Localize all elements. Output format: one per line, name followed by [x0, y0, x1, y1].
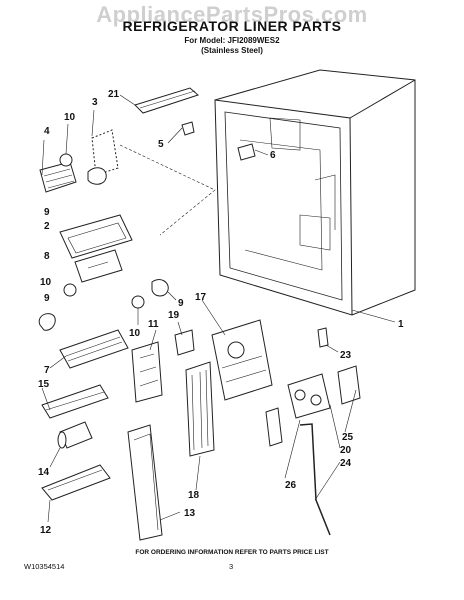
callout-7: 7 [44, 365, 50, 376]
part-3-lens [91, 129, 119, 176]
callout-13: 13 [184, 508, 196, 519]
part-10-socket-left [63, 283, 77, 297]
callout-9b: 9 [44, 293, 50, 304]
part-4-cover [39, 161, 77, 193]
callout-labels: 1 2 3 4 5 6 7 8 9 9 9 10 10 10 11 12 13 … [38, 89, 404, 536]
part-12-tray [41, 464, 111, 501]
callout-2: 2 [44, 221, 50, 232]
callout-26: 26 [285, 480, 297, 491]
part-10-socket-upper [59, 153, 73, 167]
part-26-bracket [265, 407, 283, 447]
callout-17: 17 [195, 292, 207, 303]
part-19-connector [174, 329, 195, 356]
part-2-housing [59, 214, 133, 259]
part-8-assembly [74, 249, 123, 283]
part-24-tube [299, 423, 331, 536]
part-23-clip [317, 327, 329, 348]
callout-11: 11 [148, 319, 159, 330]
part-21-bracket [134, 87, 199, 114]
callout-9c: 9 [178, 298, 184, 309]
callout-18: 18 [188, 490, 200, 501]
callout-4: 4 [44, 126, 50, 137]
callout-8: 8 [44, 251, 50, 262]
part-10-socket-right [131, 295, 145, 309]
callout-24: 24 [340, 458, 352, 469]
page-number: 3 [229, 562, 234, 571]
part-25-switch [337, 365, 361, 405]
callout-15: 15 [38, 379, 50, 390]
callout-14: 14 [38, 467, 50, 478]
callout-21: 21 [108, 89, 120, 100]
callout-9: 9 [44, 207, 50, 218]
callout-1: 1 [398, 319, 404, 330]
callout-23: 23 [340, 350, 352, 361]
part-20-valve [287, 373, 331, 419]
part-15-housing [41, 384, 109, 419]
part-11-frame [131, 341, 163, 403]
callout-10b: 10 [40, 277, 52, 288]
part-18-heater [185, 361, 215, 457]
part-17-control [211, 319, 273, 401]
callout-19: 19 [168, 310, 180, 321]
part-9-bulb-right [151, 279, 169, 297]
callout-5: 5 [158, 139, 164, 150]
page-title: REFRIGERATOR LINER PARTS [122, 18, 342, 34]
watermark: AppliancePartsPros.com [96, 2, 368, 27]
finish-subtitle: (Stainless Steel) [201, 46, 263, 55]
part-7-diffuser [59, 329, 129, 369]
ordering-note: FOR ORDERING INFORMATION REFER TO PARTS … [135, 549, 329, 556]
document-number: W10354514 [24, 562, 65, 571]
callout-3: 3 [92, 97, 98, 108]
model-subtitle: For Model: JFI2089WES2 [184, 36, 280, 45]
callout-25: 25 [342, 432, 354, 443]
part-6-clip [237, 143, 256, 161]
callout-20: 20 [340, 445, 352, 456]
part-5-clip [181, 121, 195, 136]
part-9-bulb-left [38, 313, 56, 331]
part-13-panel [127, 424, 163, 541]
callout-10c: 10 [129, 328, 141, 339]
callout-10: 10 [64, 112, 76, 123]
liner-cabinet [214, 69, 416, 316]
callout-12: 12 [40, 525, 52, 536]
part-9-bulb-upper [87, 167, 107, 185]
callout-6: 6 [270, 150, 276, 161]
